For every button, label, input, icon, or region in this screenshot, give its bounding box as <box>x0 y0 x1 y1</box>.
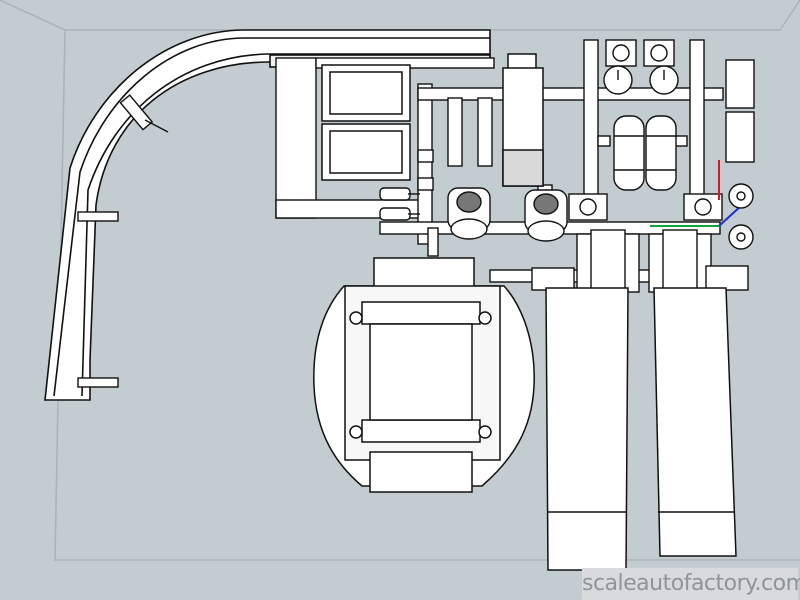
pumps <box>447 187 568 242</box>
watermark-text: scaleautofactory.com <box>582 568 800 600</box>
small-fittings <box>379 187 420 221</box>
filter-cylinders <box>613 115 677 191</box>
conveyor-brackets <box>77 94 169 388</box>
rotary-platform <box>313 257 535 493</box>
axis-gizmo <box>650 160 743 227</box>
mezzanine-frame <box>275 57 495 219</box>
valve-blocks <box>568 193 723 221</box>
process-line <box>489 229 749 297</box>
output-conveyors <box>545 287 737 571</box>
gauge-units <box>603 39 679 95</box>
control-panels <box>321 64 411 181</box>
tank <box>502 53 544 187</box>
electrical-boxes <box>725 59 755 163</box>
wheel-assemblies <box>728 183 754 250</box>
